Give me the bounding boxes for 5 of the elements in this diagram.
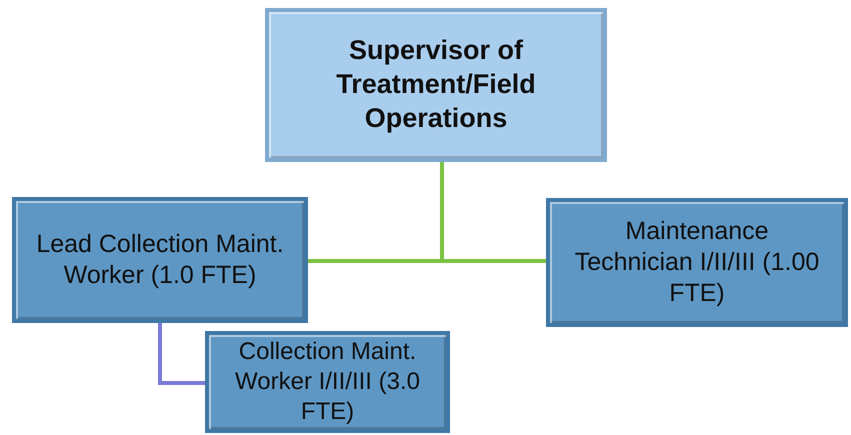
role-box: Maintenance Technician I/II/III (1.00 FTE)	[546, 198, 848, 327]
role-box: Supervisor of Treatment/Field Operations	[265, 8, 607, 162]
role-box: Lead Collection Maint. Worker (1.0 FTE)	[12, 197, 308, 323]
connector-line	[158, 323, 205, 385]
role-box: Collection Maint. Worker I/II/III (3.0 FTE)	[205, 331, 450, 433]
